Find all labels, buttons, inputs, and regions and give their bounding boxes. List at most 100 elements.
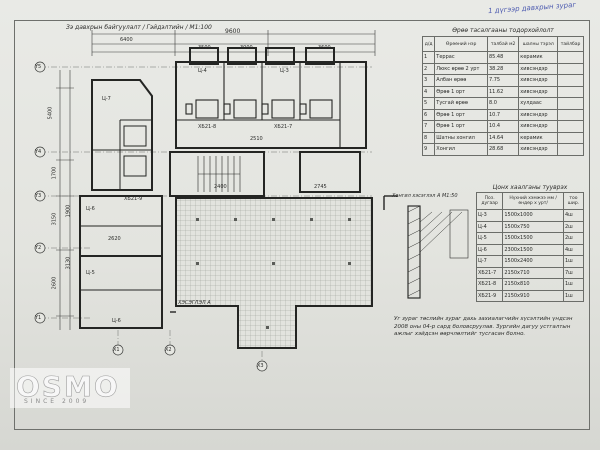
table-cell: 4ш (562, 243, 585, 256)
table-cell: 7.75 (486, 74, 520, 87)
column-header: тоо шир. (562, 192, 585, 210)
table-cell: ХБ21-9 (475, 289, 504, 302)
axis-label: X2 (165, 347, 172, 353)
table-header-row: Поз. дугаар Нүхний хэмжээ мм /өндөр x ур… (475, 192, 585, 210)
table-cell: 38.28 (486, 62, 520, 75)
table-cell: 8 (421, 131, 436, 144)
table-cell: 2ш (562, 220, 585, 233)
sheet-title: Зэ давхрын байгуулалт / Гэйдэлтийн / М1:… (66, 24, 212, 31)
logo-subtext: SINCE 2009 (24, 398, 90, 405)
axis-markers (34, 61, 268, 372)
window-schedule-table: Цонх хаалганы тууврэх Поз. дугаар Нүхний… (475, 184, 585, 302)
window-tag: Ц-6 (86, 206, 95, 212)
dimension-label: 3150 (51, 212, 58, 226)
table-cell: хулдаас (518, 97, 559, 110)
table-cell: 2150x910 (502, 289, 564, 302)
table-cell: 1ш (562, 278, 585, 291)
table-cell: хивсэндэр (518, 85, 559, 98)
column-header: Поз. дугаар (475, 192, 504, 210)
table-cell: 2150x710 (502, 266, 564, 279)
axis-label: X1 (113, 347, 120, 353)
column-header: тайлбар (557, 36, 584, 52)
stair-hall (169, 151, 361, 197)
table-cell: хивсэндэр (518, 74, 559, 87)
table-cell: 7 (421, 120, 436, 133)
north-wing (175, 47, 367, 149)
window-tag: Ц-5 (86, 270, 95, 276)
table-cell: Ц-5 (475, 232, 504, 245)
table-cell (557, 74, 584, 87)
dimension-label: 3600 (318, 45, 331, 51)
dimension-label: 3130 (65, 256, 72, 270)
table-cell: 10.4 (486, 120, 520, 133)
table-cell: 4 (421, 85, 436, 98)
table-cell: хивсэндэр (518, 120, 559, 133)
table-cell: хивсэндэр (518, 108, 559, 121)
axis-label: Y3 (35, 193, 42, 199)
table-cell: 3 (421, 74, 436, 87)
table-cell: 1500x1000 (502, 209, 564, 222)
section-marker (170, 195, 398, 313)
table-cell: Ц-3 (475, 209, 504, 222)
door-tag: ХБ21-8 (198, 124, 217, 130)
drawing-frame (14, 20, 590, 430)
table-cell: 8.0 (486, 97, 520, 110)
drawing-note: Уг зураг төслийн зураг дахь захиалагчийн… (394, 316, 573, 337)
door-tag: ХБ21-7 (274, 124, 293, 130)
table-cell (557, 120, 584, 133)
column-header: Нүхний хэмжээ мм /өндөр x урт/ (502, 192, 564, 210)
table-cell: 6 (421, 108, 436, 121)
dimension-label: 3000 (240, 45, 253, 51)
window-tag: Ц-3 (280, 68, 289, 74)
table-cell: 1500x2400 (502, 255, 564, 268)
dimension-label: 2620 (108, 236, 121, 242)
dimension-label: 2745 (314, 184, 327, 190)
table-cell (557, 85, 584, 98)
table-cell: 2 (421, 62, 436, 75)
table-cell: 1500x750 (502, 220, 564, 233)
table-cell (557, 51, 584, 64)
table-cell: Ц-4 (475, 220, 504, 233)
table-cell: Өрөө 1 орт (434, 120, 488, 133)
dimension-label: 1900 (65, 204, 72, 218)
dimension-label: 2400 (214, 184, 227, 190)
table-cell: 1ш (562, 255, 585, 268)
table-cell: 2ш (562, 232, 585, 245)
table-cell (557, 108, 584, 121)
axis-label: Y4 (35, 149, 42, 155)
west-partitions (80, 119, 162, 291)
table-cell: керамик (518, 51, 559, 64)
dimension-label: 3500 (198, 45, 211, 51)
west-wing (79, 79, 163, 329)
column-header: шалны тэрэл (518, 36, 559, 52)
table-cell: Тусгай өрөө (434, 97, 488, 110)
terrace (175, 197, 373, 349)
table-cell (557, 62, 584, 75)
table-cell: 14.64 (486, 131, 520, 144)
dimension-label: 2600 (51, 276, 58, 290)
detail-title: Хонгил хэсэглэл А М1:50 (392, 193, 458, 199)
table-cell: хивсэндэр (518, 62, 559, 75)
table-cell: 10.7 (486, 108, 520, 121)
axis-label: X3 (257, 363, 264, 369)
window-tag: Ц-7 (102, 96, 111, 102)
window-table-title: Цонх хаалганы тууврэх (492, 184, 568, 191)
section-label: ХЭСЭГЛЭЛ А (178, 300, 211, 306)
dimension-label: 2510 (250, 136, 263, 142)
table-cell: 7ш (562, 266, 585, 279)
dimension-label: 1700 (51, 166, 58, 180)
dimension-label: 5400 (47, 106, 54, 120)
table-cell: Шатны хонгил (434, 131, 488, 144)
wall-section-detail (407, 205, 469, 299)
table-cell: Ц-6 (475, 243, 504, 256)
